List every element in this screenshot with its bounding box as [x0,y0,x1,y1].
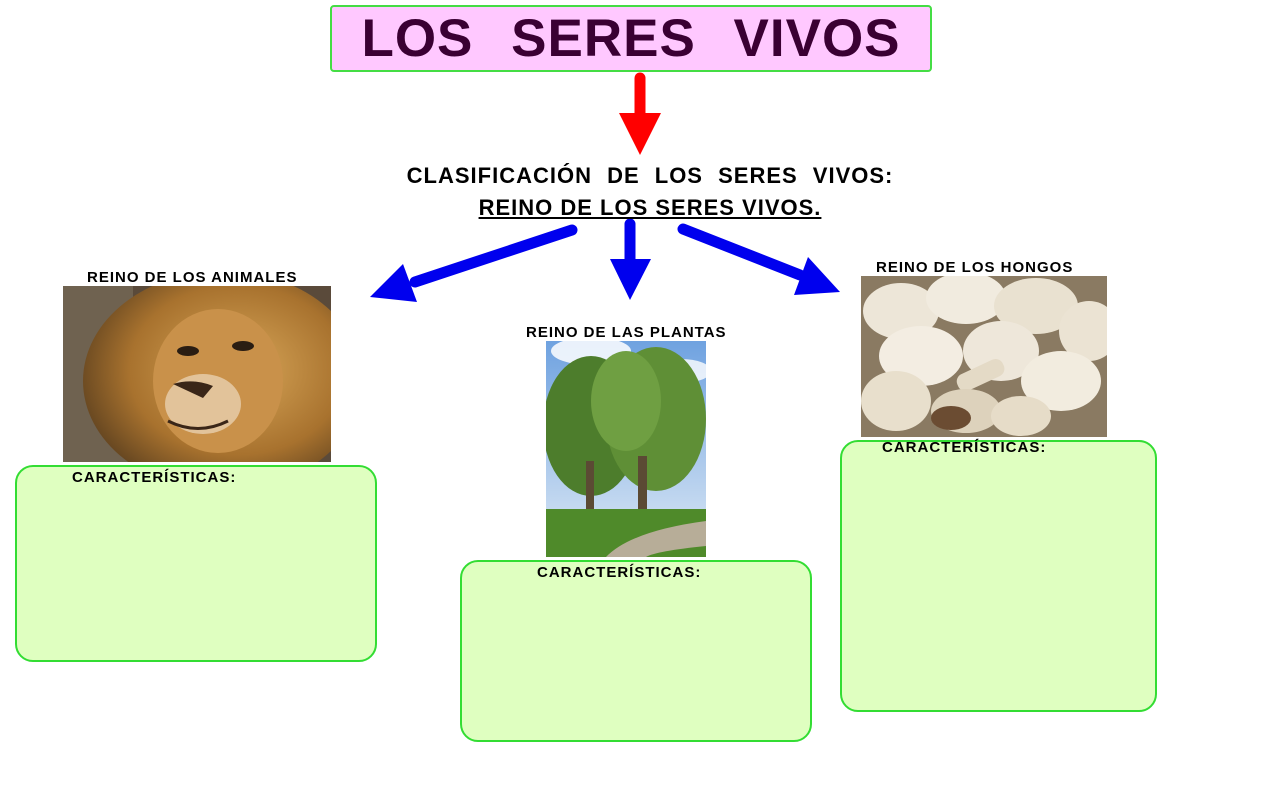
fungi-characteristics-box[interactable] [840,440,1157,712]
plants-characteristics-label: CARACTERÍSTICAS: [537,564,702,581]
blue-arrow-left [370,224,578,302]
page-title: LOS SERES VIVOS [361,9,901,68]
lion-image [63,286,331,462]
animals-characteristics-label: CARACTERÍSTICAS: [72,469,237,486]
red-down-arrow [619,72,661,155]
plants-characteristics-box[interactable] [460,560,812,742]
tree-image [546,341,706,557]
kingdom-heading: REINO DE LOS SERES VIVOS. [478,195,822,220]
plants-kingdom-label: REINO DE LAS PLANTAS [526,324,727,341]
fungi-kingdom-label: REINO DE LOS HONGOS [876,259,1074,276]
classification-heading: CLASIFICACIÓN DE LOS SERES VIVOS: [406,163,894,188]
animals-characteristics-box[interactable] [15,465,377,662]
animals-kingdom-label: REINO DE LOS ANIMALES [87,269,298,286]
blue-arrow-down [610,218,651,300]
fungi-characteristics-label: CARACTERÍSTICAS: [882,439,1047,456]
mushrooms-image [861,276,1107,437]
title-box: LOS SERES VIVOS [330,5,932,72]
blue-arrow-right [677,223,840,295]
